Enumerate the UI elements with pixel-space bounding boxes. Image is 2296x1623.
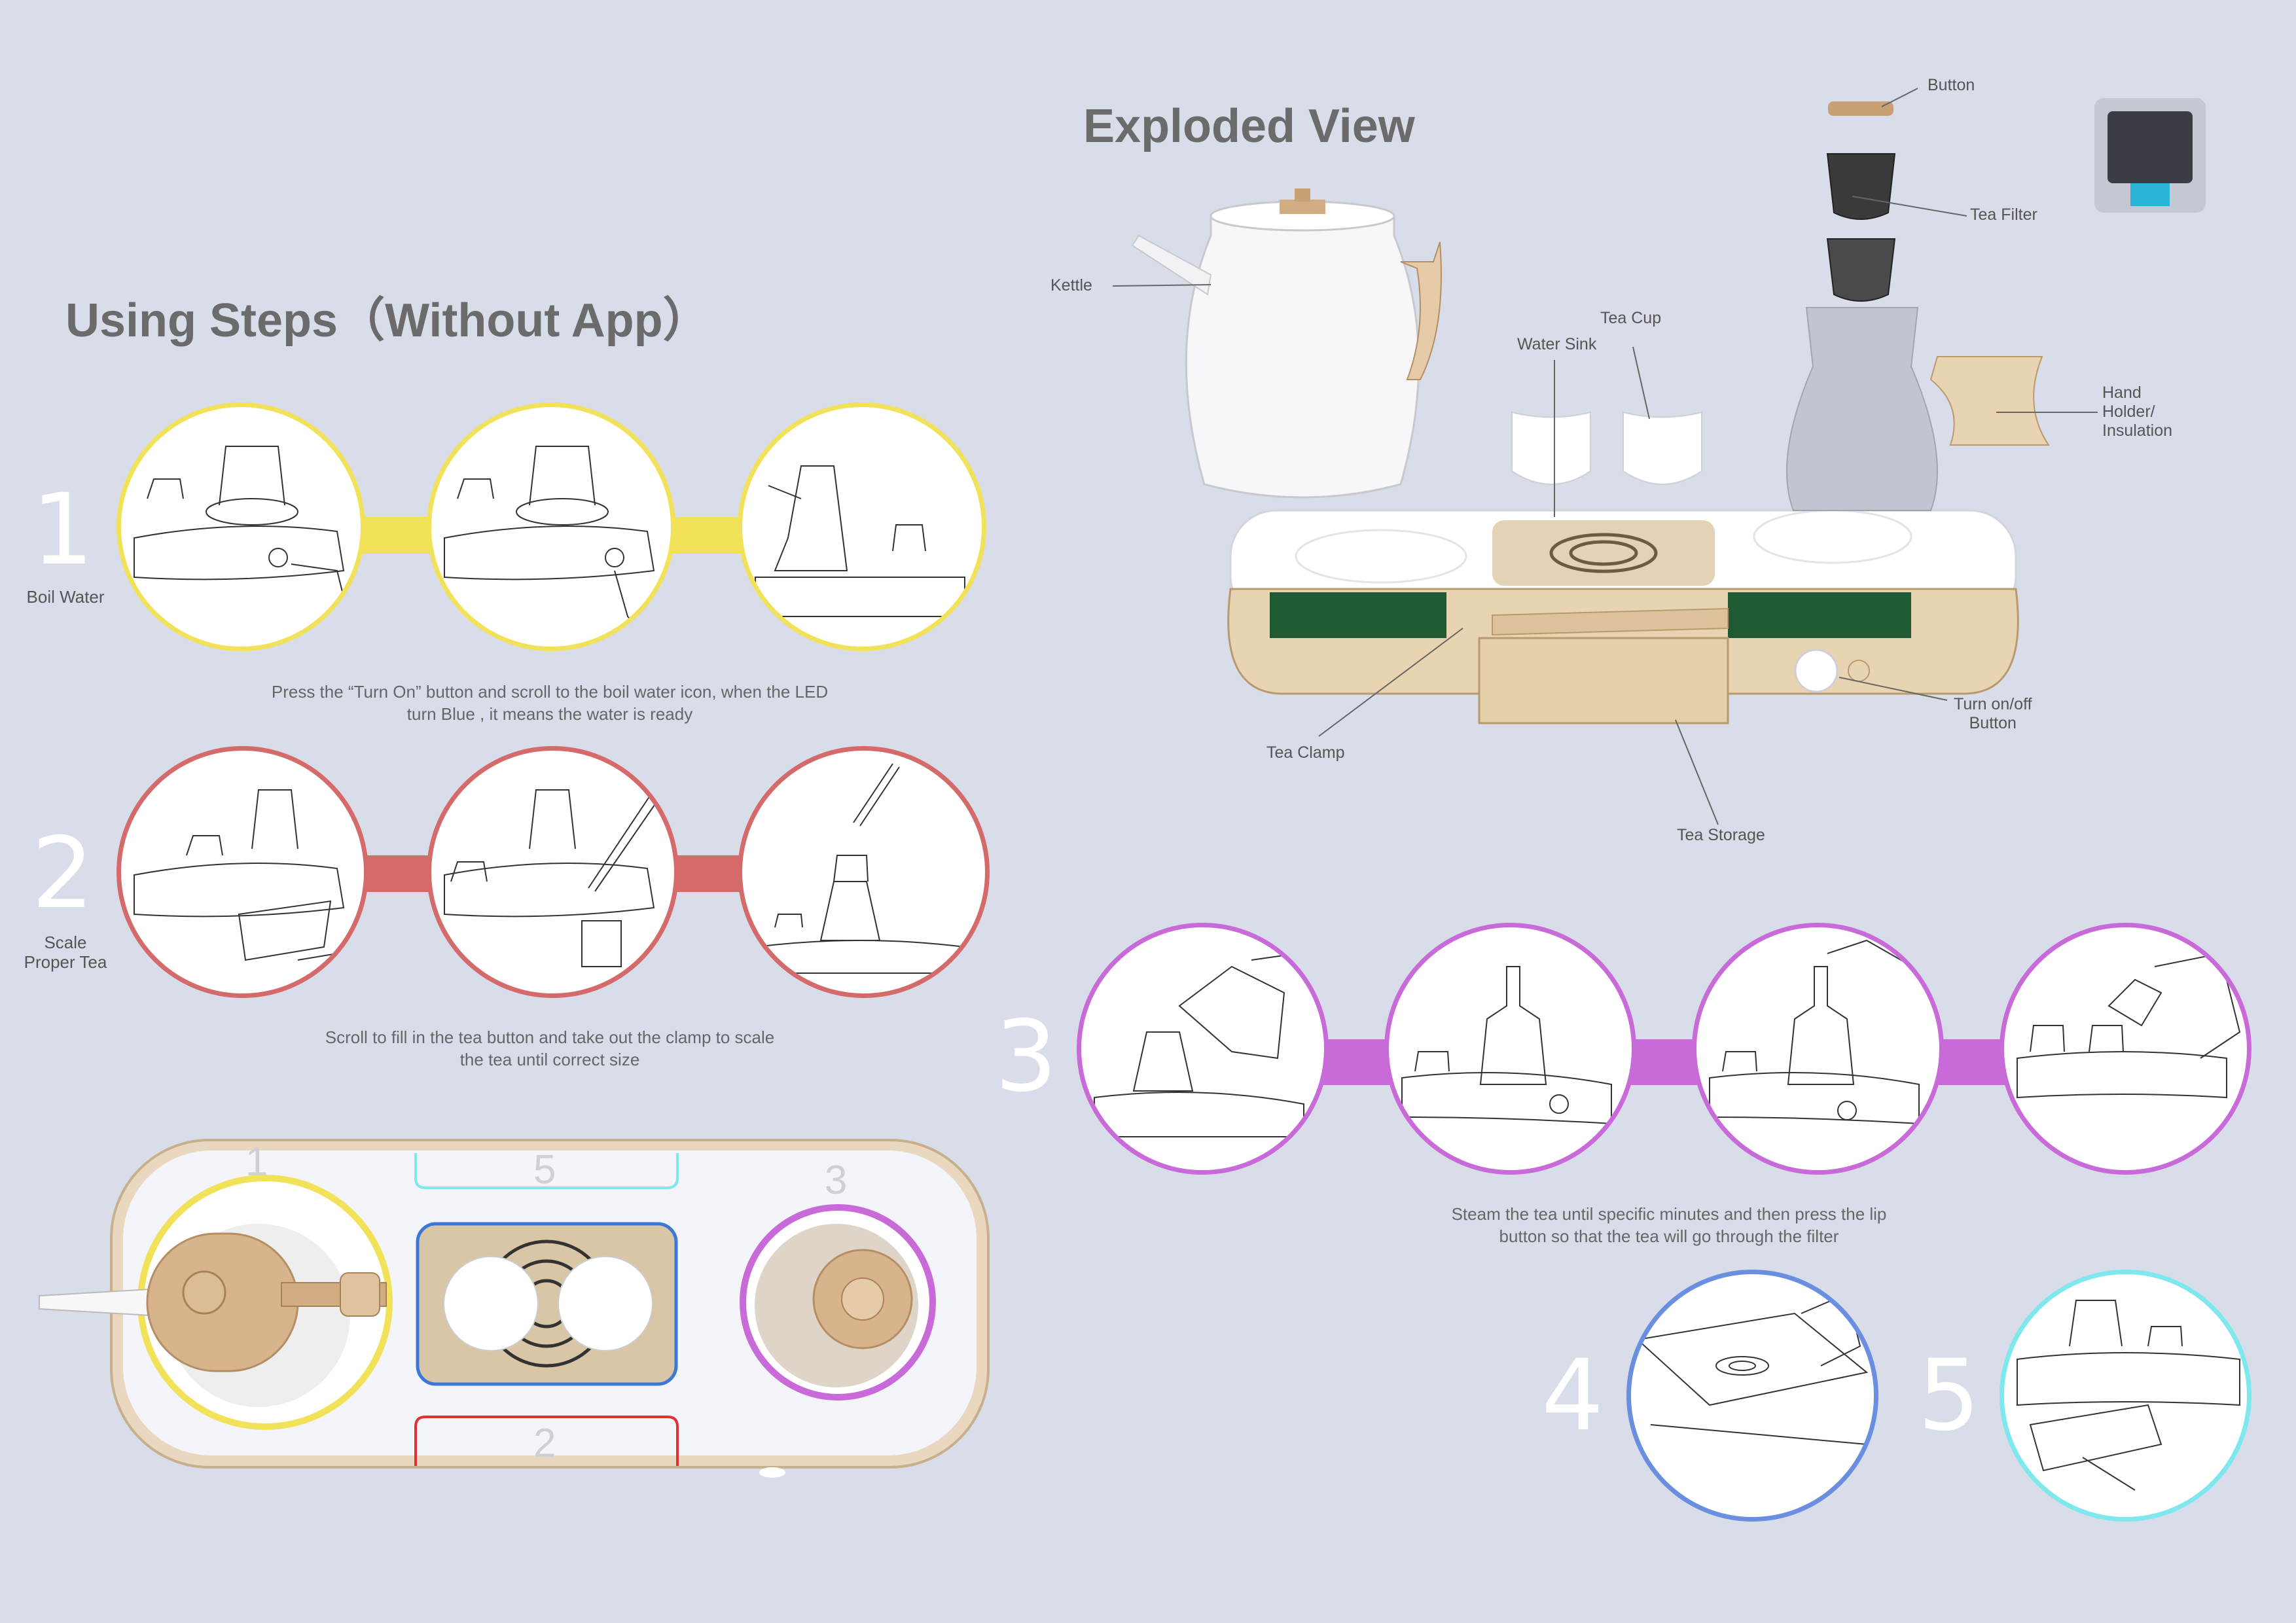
step1-illustration-b [427, 402, 675, 651]
step2-label: Scale Proper Tea [13, 933, 118, 972]
step5-number: 5 [1918, 1339, 1981, 1453]
step3-caption: Steam the tea until specific minutes and… [1302, 1203, 2036, 1247]
step2-caption: Scroll to fill in the tea button and tak… [196, 1026, 903, 1071]
step1-illustration-a [117, 402, 365, 651]
step2-caption-line2: the tea until correct size [459, 1050, 640, 1069]
label-tea-cup: Tea Cup [1600, 309, 1662, 327]
step1-caption: Press the “Turn On” button and scroll to… [196, 681, 903, 725]
step2-illustration-c [738, 746, 990, 998]
step3-caption-line2: button so that the tea will go through t… [1499, 1226, 1839, 1246]
label-turn-on-off-line2: Button [1969, 714, 2017, 732]
exploded-view-render [1021, 65, 2265, 864]
step2-illustration-b [427, 746, 679, 998]
step1-caption-line2: turn Blue , it means the water is ready [406, 704, 693, 724]
zone1-number: 1 [245, 1139, 268, 1185]
label-tea-storage: Tea Storage [1677, 826, 1765, 844]
step1-number: 1 [31, 473, 94, 587]
zone2-number: 2 [533, 1421, 556, 1466]
step3-illustration-d [2000, 923, 2251, 1175]
label-turn-on-off-line1: Turn on/off [1954, 695, 2032, 713]
step3-illustration-b [1384, 923, 1636, 1175]
zone5-number: 5 [533, 1147, 556, 1192]
label-tea-filter: Tea Filter [1970, 205, 2037, 224]
step2-label-line1: Scale [44, 933, 87, 952]
label-hand-holder: Hand Holder/ Insulation [2102, 383, 2172, 440]
step1-label: Boil Water [26, 587, 105, 607]
label-tea-clamp: Tea Clamp [1266, 743, 1345, 762]
step5-illustration [2000, 1270, 2251, 1522]
step2-number: 2 [31, 817, 94, 931]
zone3-number: 3 [825, 1158, 848, 1203]
label-hand-holder-line1: Hand [2102, 383, 2142, 402]
label-water-sink: Water Sink [1517, 335, 1597, 353]
step2-label-line2: Proper Tea [24, 952, 107, 972]
label-turn-on-off: Turn on/off Button [1954, 695, 2032, 733]
exploded-view-heading: Exploded View [1083, 100, 1415, 152]
step3-number: 3 [995, 1000, 1058, 1114]
step3-caption-line1: Steam the tea until specific minutes and… [1451, 1204, 1887, 1224]
using-steps-heading: Using Steps（Without App） [65, 294, 710, 347]
step3-illustration-c [1692, 923, 1944, 1175]
label-button: Button [1928, 76, 1975, 94]
step1-caption-line1: Press the “Turn On” button and scroll to… [271, 682, 829, 702]
label-kettle: Kettle [1050, 276, 1092, 294]
step2-illustration-a [117, 746, 368, 998]
step2-caption-line1: Scroll to fill in the tea button and tak… [325, 1027, 775, 1047]
step1-illustration-c [738, 402, 986, 651]
step3-illustration-a [1077, 923, 1329, 1175]
label-hand-holder-line3: Insulation [2102, 421, 2173, 440]
step4-number: 4 [1541, 1339, 1604, 1453]
label-hand-holder-line2: Holder/ [2102, 402, 2155, 421]
step4-illustration [1626, 1270, 1878, 1522]
top-view-product: 1 5 3 2 [33, 1139, 1001, 1479]
